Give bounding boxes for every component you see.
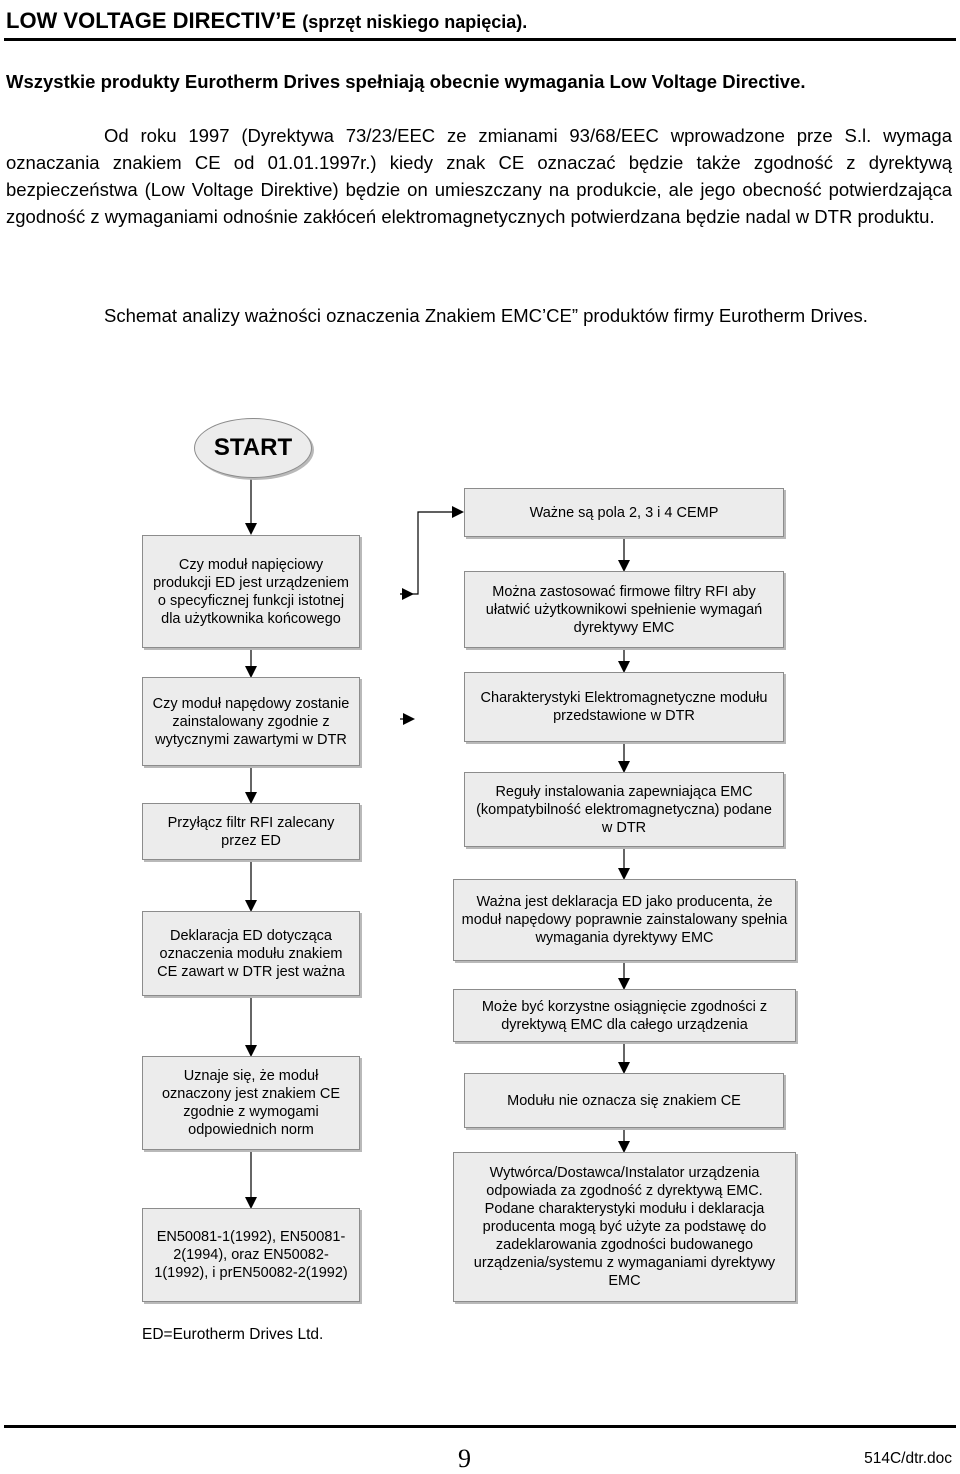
box-no-ce-mark: Modułu nie oznacza się znakiem CE [464,1073,784,1128]
box-norms: EN50081-1(1992), EN50081-2(1994), oraz E… [142,1208,360,1302]
box-manufacturer-declaration: Ważna jest deklaracja ED jako producenta… [453,879,796,961]
box-whole-device-compliance: Może być korzystne osiągnięcie zgodności… [453,989,796,1042]
box-ce-declaration: Deklaracja ED dotycząca oznaczenia moduł… [142,911,360,996]
footnote-ed: ED=Eurotherm Drives Ltd. [142,1326,324,1343]
box-cemp-fields: Ważne są pola 2, 3 i 4 CEMP [464,488,784,537]
box-installation-rules: Reguły instalowania zapewniająca EMC (ko… [464,772,784,847]
schema-caption: Schemat analizy ważności oznaczenia Znak… [104,305,868,326]
document-title: LOW VOLTAGE DIRECTIV’E (sprzęt niskiego … [6,8,527,34]
box-emc-characteristics: Charakterystyki Elektromagnetyczne moduł… [464,672,784,742]
box-ce-accepted: Uznaje się, że moduł oznaczony jest znak… [142,1056,360,1150]
document-reference: 514C/dtr.doc [864,1450,952,1467]
box-connect-rfi-filter: Przyłącz filtr RFI zalecany przez ED [142,803,360,860]
title-main: LOW VOLTAGE DIRECTIV’E [6,8,297,33]
arrow-q1-to-r1-yes [400,506,464,595]
box-installer-responsibility: Wytwórca/Dostawca/Instalator urządzenia … [453,1152,796,1302]
intro-bold-line: Wszystkie produkty Eurotherm Drives speł… [6,71,806,92]
box-q1-voltage-module: Czy moduł napięciowy produkcji ED jest u… [142,535,360,648]
box-rfi-filters: Można zastosować firmowe filtry RFI aby … [464,571,784,648]
intro-paragraph: Od roku 1997 (Dyrektywa 73/23/EEC ze zmi… [6,125,952,227]
header-rule [4,38,956,41]
footer-rule [4,1425,956,1428]
start-terminal: START [194,418,312,478]
page-number: 9 [458,1444,471,1473]
box-q2-installation: Czy moduł napędowy zostanie zainstalowan… [142,677,360,766]
title-subtitle: (sprzęt niskiego napięcia). [302,12,528,32]
